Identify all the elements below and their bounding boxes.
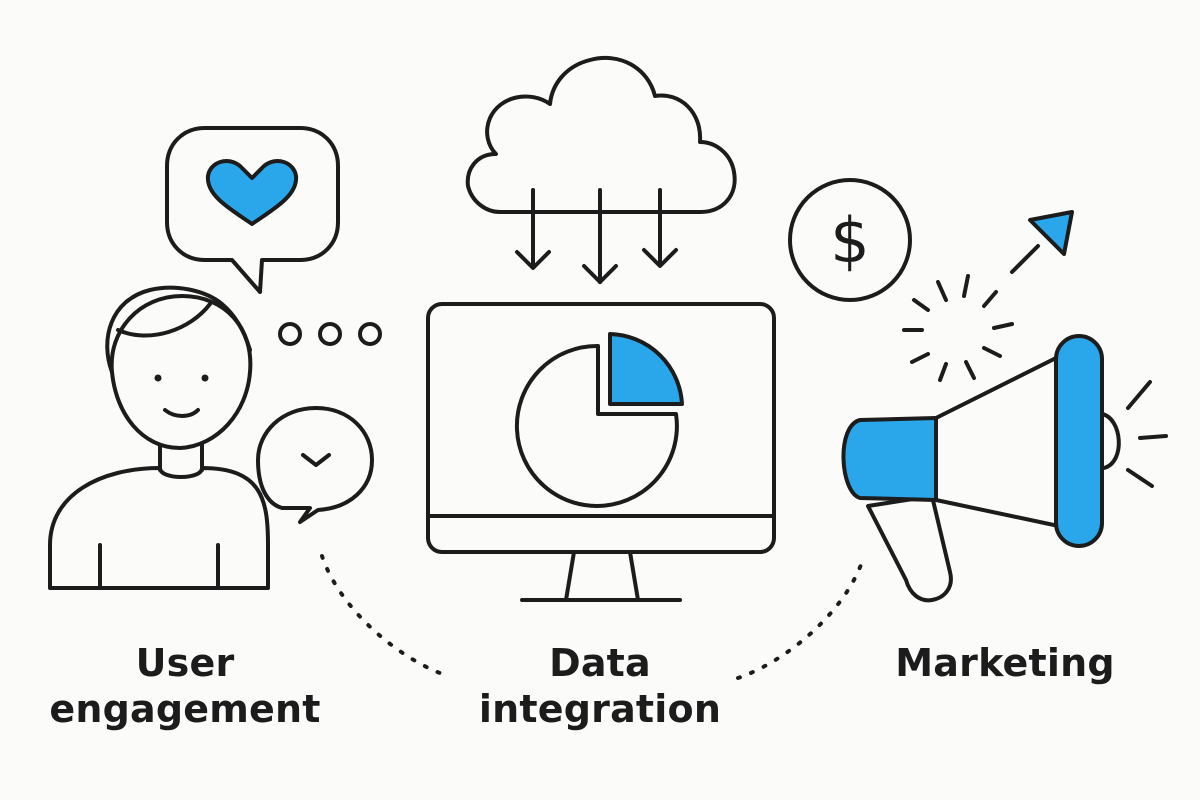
- data-integration-label-line1: Data: [549, 641, 651, 685]
- monitor-icon: [426, 302, 776, 602]
- user-engagement-label: User engagement: [20, 640, 350, 732]
- dotted-connector-right: [736, 560, 864, 680]
- marketing-label-line1: Marketing: [895, 641, 1115, 685]
- typing-dots-icon: [278, 322, 382, 346]
- chevron-speech-bubble-icon: [256, 406, 374, 524]
- data-integration-label: Data integration: [420, 640, 780, 732]
- heart-speech-bubble-icon: [165, 126, 340, 294]
- user-engagement-label-line1: User: [135, 641, 235, 685]
- dollar-coin-icon: [788, 178, 912, 302]
- dollar-sign: $: [830, 204, 869, 277]
- burst-icon: [902, 274, 1014, 382]
- person-icon: [48, 285, 270, 590]
- pie-chart-icon: [514, 332, 684, 508]
- user-engagement-label-line2: engagement: [49, 687, 321, 731]
- marketing-label: Marketing: [870, 640, 1140, 686]
- cloud-download-icon: [465, 55, 737, 284]
- megaphone-icon: [841, 334, 1168, 603]
- growth-arrow-icon: [1010, 210, 1074, 274]
- data-integration-label-line2: integration: [478, 687, 722, 731]
